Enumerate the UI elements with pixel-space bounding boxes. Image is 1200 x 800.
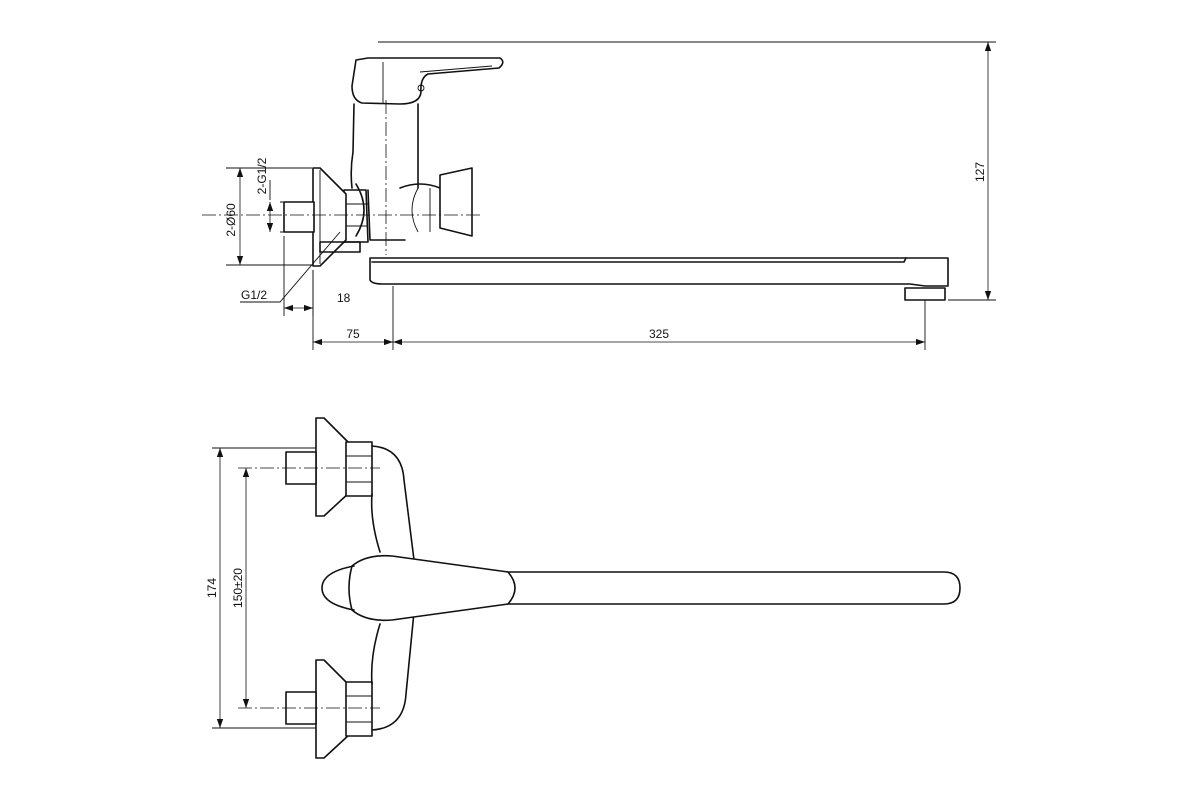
dim-label-127: 127	[973, 162, 987, 182]
top-view: 174 150±20	[205, 417, 961, 759]
side-view: 2-G1/2 2-Ø60 G1/2 18 75 325 127	[202, 41, 996, 350]
hex-nut	[343, 189, 369, 243]
spout-top	[493, 571, 961, 605]
lever-handle	[351, 57, 504, 105]
upper-hex-lines	[346, 455, 372, 483]
upper-flange	[315, 417, 351, 517]
side-outlet-detail	[411, 187, 431, 233]
lower-eccentric-arm	[370, 611, 415, 731]
lower-hex-lines	[346, 695, 372, 723]
dim-label-75: 75	[346, 327, 360, 341]
valve-body	[350, 103, 419, 189]
body-lower	[367, 183, 441, 241]
aerator	[904, 287, 946, 301]
bottom-connector	[319, 241, 361, 253]
inlet-pipe	[283, 201, 315, 233]
upper-hex-nut	[345, 441, 373, 497]
dim-label-g1-2: G1/2	[241, 288, 267, 302]
lower-flange	[315, 659, 351, 759]
lower-hex-nut	[345, 681, 373, 737]
dim-label-18: 18	[337, 291, 351, 305]
spout-inner	[371, 257, 907, 263]
upper-eccentric-arm	[370, 445, 415, 561]
body-disc	[321, 565, 355, 611]
spout	[369, 257, 949, 287]
g12-outlet-leader	[240, 231, 341, 303]
dim-label-174: 174	[205, 578, 219, 598]
lever-top	[348, 554, 516, 622]
dim-label-325: 325	[649, 327, 669, 341]
lever-top-line	[419, 65, 493, 73]
side-outlet-knob	[439, 167, 473, 237]
dim-label-150: 150±20	[231, 568, 245, 608]
eccentric-arc	[355, 183, 365, 237]
dim-label-2-g1-2: 2-G1/2	[255, 157, 269, 194]
dim-label-2-d60: 2-Ø60	[224, 203, 238, 237]
lever-pivot	[417, 84, 425, 92]
